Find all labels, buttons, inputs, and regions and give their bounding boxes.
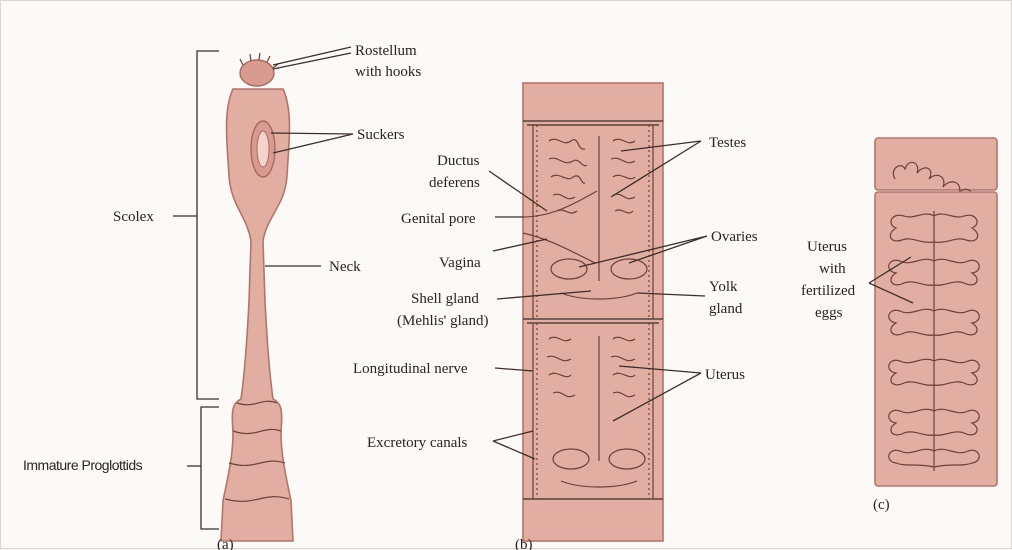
suckers-label: Suckers — [357, 127, 405, 143]
upper-proglottid — [875, 138, 997, 190]
scolex-bracket — [197, 51, 219, 399]
neck-label: Neck — [329, 259, 361, 275]
uterus-eggs-line1: Uterus — [807, 239, 847, 255]
vagina-label: Vagina — [439, 255, 481, 271]
scolex-label: Scolex — [113, 209, 154, 225]
proglottid-strip — [523, 83, 663, 541]
gravid-proglottid — [875, 192, 997, 486]
excretory-canals-label: Excretory canals — [367, 435, 468, 451]
panel-b: Testes Ductus deferens Genital pore Vagi… — [353, 83, 758, 550]
ductus-deferens-line1: Ductus — [437, 153, 480, 169]
panel-a-caption: (a) — [217, 537, 234, 550]
yolk-gland-line1: Yolk — [709, 279, 738, 295]
rostellum-leader — [273, 47, 351, 69]
genital-pore-label: Genital pore — [401, 211, 476, 227]
rostellum-label-line2: with hooks — [355, 64, 421, 80]
sucker-inner — [257, 131, 269, 167]
testes-label: Testes — [709, 135, 746, 151]
panel-c: Uterus with fertilized eggs (c) — [801, 138, 997, 513]
uterus-eggs-line2: with — [819, 261, 846, 277]
rostellum-label-line1: Rostellum — [355, 43, 417, 59]
panel-a: Rostellum with hooks Suckers Scolex Neck… — [23, 43, 421, 550]
shell-gland-line2: (Mehlis' gland) — [397, 313, 488, 329]
uterus-eggs-line3: fertilized — [801, 283, 856, 299]
yolk-gland-line2: gland — [709, 301, 743, 317]
ovaries-label: Ovaries — [711, 229, 758, 245]
uterus-eggs-line4: eggs — [815, 305, 843, 321]
proglottid-bracket — [201, 407, 219, 529]
panel-c-caption: (c) — [873, 497, 890, 513]
yolk-gland-label: Yolk gland — [709, 279, 743, 317]
uterus-with-eggs-label: Uterus with fertilized eggs — [801, 239, 859, 321]
rostellum — [240, 60, 274, 86]
ductus-deferens-label: Ductus deferens — [429, 153, 483, 191]
rostellum-label: Rostellum with hooks — [355, 43, 421, 80]
longitudinal-nerve-label: Longitudinal nerve — [353, 361, 468, 377]
shell-gland-line1: Shell gland — [411, 291, 479, 307]
panel-b-caption: (b) — [515, 537, 533, 550]
immature-proglottids-label: Immature Proglottids — [23, 457, 143, 473]
uterus-label: Uterus — [705, 367, 745, 383]
ductus-deferens-line2: deferens — [429, 175, 480, 191]
shell-gland-label: Shell gland (Mehlis' gland) — [397, 291, 488, 329]
